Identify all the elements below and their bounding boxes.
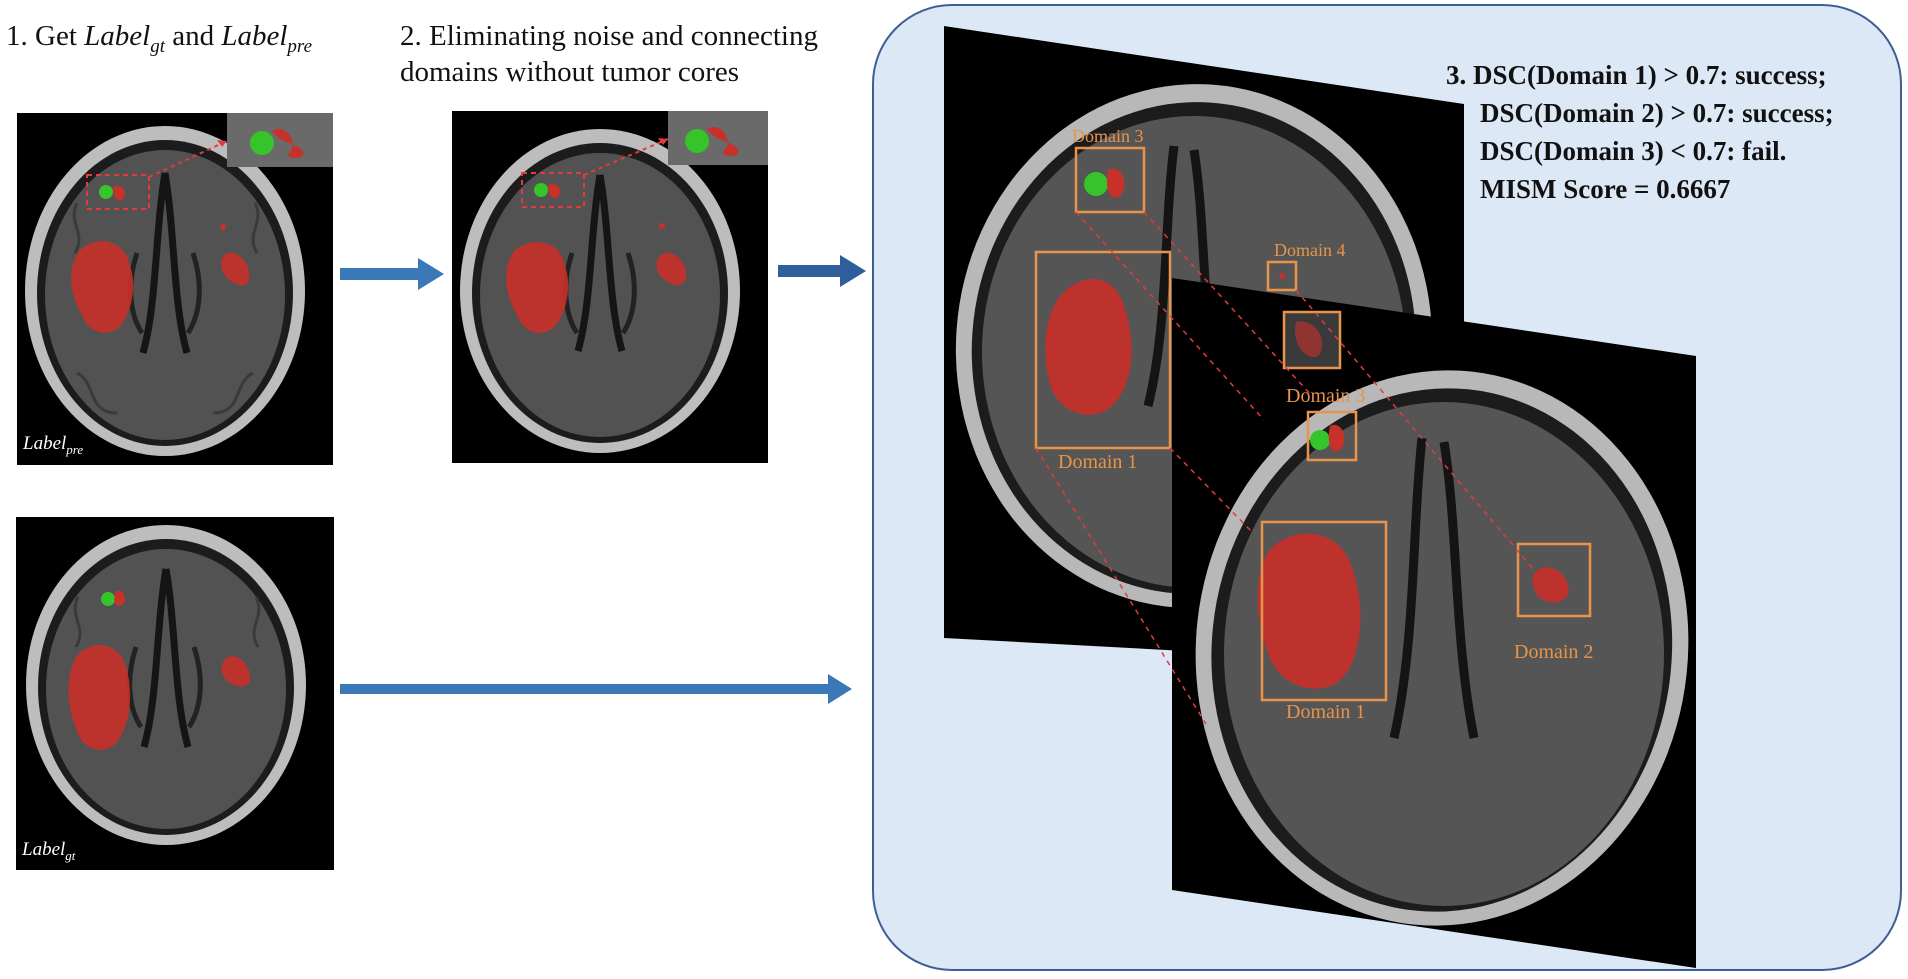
label-gt-caption: Labelgt xyxy=(22,839,76,863)
label-gt-name: Label xyxy=(84,20,151,52)
step1-title: 1. Get Labelgt and Labelpre xyxy=(6,18,312,65)
brain-mri-pre-image xyxy=(17,113,333,465)
arrow-gt-to-step3 xyxy=(340,674,852,704)
step1-and: and xyxy=(164,20,222,52)
mism-score: MISM Score = 0.6667 xyxy=(1480,174,1731,204)
arrow-step2-to-step3 xyxy=(778,255,866,287)
scan-processed xyxy=(452,111,768,463)
label-pre-name: Label xyxy=(221,20,288,52)
front-domain2-label: Domain 2 xyxy=(1514,641,1594,663)
front-slice xyxy=(1172,278,1696,968)
label-gt-sub: gt xyxy=(150,35,165,57)
domain-connectors xyxy=(1035,211,1535,725)
brain-mri-processed-image xyxy=(452,111,768,463)
scan-label-gt: Labelgt xyxy=(16,517,334,870)
step2-line2: domains without tumor cores xyxy=(400,56,740,88)
brain-mri-gt-image xyxy=(16,517,334,870)
result-line3: DSC(Domain 3) < 0.7: fail. xyxy=(1480,136,1787,166)
front-domain3-label: Domain 3 xyxy=(1286,385,1366,407)
step1-prefix: 1. Get xyxy=(6,20,85,52)
step2-title: 2. Eliminating noise and connecting doma… xyxy=(400,18,818,90)
scan-label-pre: Labelpre xyxy=(17,113,333,465)
label-pre-caption: Labelpre xyxy=(23,433,84,457)
back-domain1-label: Domain 1 xyxy=(1058,451,1138,473)
back-domain4-label: Domain 4 xyxy=(1274,240,1346,260)
label-pre-sub: pre xyxy=(287,35,313,57)
front-domain1-label: Domain 1 xyxy=(1286,701,1366,723)
back-domain3-label: Domain 3 xyxy=(1072,126,1144,146)
dsc-results: 3. DSC(Domain 1) > 0.7: success; DSC(Dom… xyxy=(1446,56,1834,208)
result-line1: 3. DSC(Domain 1) > 0.7: success; xyxy=(1446,60,1827,90)
result-line2: DSC(Domain 2) > 0.7: success; xyxy=(1480,98,1834,128)
arrow-step1-to-step2 xyxy=(340,258,444,290)
step2-line1: 2. Eliminating noise and connecting xyxy=(400,20,818,52)
